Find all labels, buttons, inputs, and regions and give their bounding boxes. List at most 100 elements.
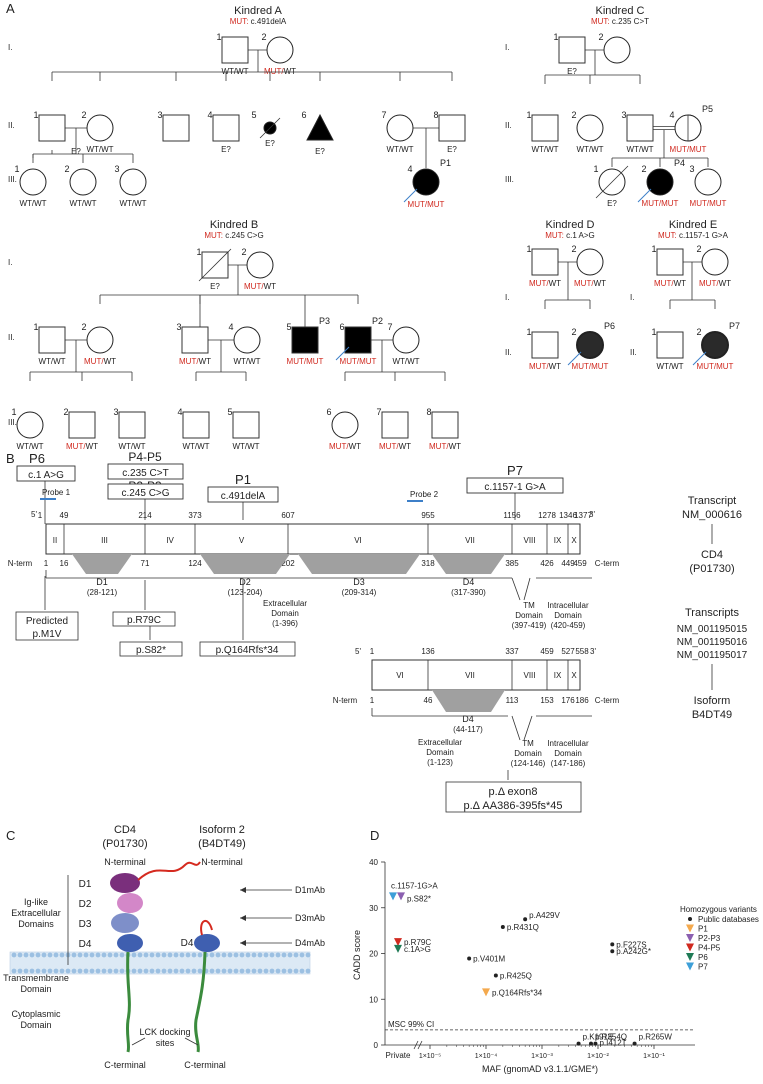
legend-marker: [686, 953, 694, 961]
legend-label: P6: [698, 953, 708, 962]
individual-number: 1: [651, 327, 656, 337]
lipid-head: [59, 968, 65, 974]
lipid-head: [227, 952, 233, 958]
domain-text: (397-419): [512, 621, 547, 630]
domain-text: (124-146): [511, 759, 546, 768]
pedigree-male: [381, 411, 409, 439]
individual-number: 1: [33, 322, 38, 332]
mab-arrowhead: [240, 887, 246, 893]
consequence-text: p.S82*: [136, 645, 166, 656]
domain-text: Domain: [271, 609, 299, 618]
lipid-head: [107, 968, 113, 974]
domain-name: D2: [239, 577, 251, 587]
proband-id: P2: [372, 316, 383, 326]
generation-label: I.: [505, 43, 509, 52]
individual-number: 5: [251, 110, 256, 120]
domain-text: Domain: [554, 611, 582, 620]
panel-label: D: [370, 828, 379, 843]
pedigree-male: [531, 248, 559, 276]
lipid-head: [263, 968, 269, 974]
exon-label: X: [571, 671, 577, 680]
lipid-head: [161, 952, 167, 958]
individual-number: 1: [593, 164, 598, 174]
lipid-head: [47, 952, 53, 958]
domain-text: Domain: [515, 611, 543, 620]
lck-label: LCK docking: [139, 1027, 190, 1037]
lipid-head: [11, 968, 17, 974]
domain-d3-shape: [111, 913, 139, 933]
genotype-mut: MUT/: [529, 362, 549, 371]
public-point-label: p.R265W: [639, 1033, 673, 1042]
public-point-label: p.R354Q: [595, 1033, 627, 1042]
genotype-mut: MUT/: [264, 67, 284, 76]
lipid-head: [167, 952, 173, 958]
generation-label: II.: [505, 348, 512, 357]
five-prime: 5': [355, 647, 361, 656]
pedigree-female: [86, 114, 114, 142]
domain-name: D4: [462, 714, 474, 724]
mut-prefix: MUT:: [230, 17, 251, 26]
variant-box: [16, 465, 76, 482]
ig-domain-shape: [432, 690, 505, 712]
line: [131, 1037, 146, 1046]
pedigree-male: [162, 114, 190, 142]
transcript-id: NM_000616: [682, 509, 742, 521]
consequence-text: Predicted: [26, 616, 68, 627]
patient-point-label: p.S82*: [407, 894, 431, 903]
individual-number: 1: [216, 32, 221, 42]
axis-break: [413, 1040, 419, 1050]
kindred-mutation: MUT: c.235 C>T: [591, 17, 649, 26]
individual-number: 5: [227, 407, 232, 417]
pedigree-female: [69, 168, 97, 196]
genotype-mut: MUT/: [379, 442, 399, 451]
genotype-wt: WT: [264, 282, 277, 291]
consequence-box: [119, 641, 183, 657]
pedigree-half: [687, 114, 702, 142]
individual-number: 8: [433, 110, 438, 120]
genotype: WT/WT: [69, 199, 96, 208]
axis-break: [417, 1040, 423, 1050]
transcript-label: Transcript: [688, 495, 737, 507]
genotype: MUT/MUT: [408, 200, 445, 209]
patient-marker: [394, 938, 402, 947]
lipid-head: [29, 952, 35, 958]
legend-title: Homozygous variants: [680, 905, 757, 914]
legend-marker: [686, 962, 694, 971]
individual-number: 4: [207, 110, 212, 120]
public-marker: [593, 1041, 598, 1046]
variant-patient: P6: [29, 451, 45, 466]
cd4-helix: [125, 951, 131, 1053]
public-marker: [493, 973, 498, 978]
individual-number: 2: [241, 247, 246, 257]
individual-number: 2: [696, 244, 701, 254]
domain-range: (28-121): [87, 588, 118, 597]
proband-arrow: [567, 351, 582, 366]
genotype: WT/WT: [118, 442, 145, 451]
lipid-head: [191, 968, 197, 974]
pedigree-female: [646, 168, 674, 196]
individual-number: 6: [326, 407, 331, 417]
individual-number: 1: [196, 247, 201, 257]
generation-label: II.: [8, 121, 15, 130]
line: [523, 577, 531, 601]
variant-text: c.235 C>T: [122, 468, 168, 479]
lipid-head: [113, 952, 119, 958]
lipid-head: [119, 968, 125, 974]
exon-label: IX: [554, 671, 562, 680]
genotype: E?: [447, 145, 457, 154]
lipid-head: [107, 952, 113, 958]
aa-position: 1: [370, 696, 375, 705]
variant-text: c.1 A>G: [28, 470, 64, 481]
lipid-head: [131, 952, 137, 958]
region-label: Transmembrane: [3, 973, 69, 983]
aa-position: 176: [561, 696, 575, 705]
lipid-head: [287, 968, 293, 974]
panel-label: C: [6, 828, 15, 843]
probe-label: Probe 1: [42, 488, 71, 497]
genotype-mut: MUT/: [66, 442, 86, 451]
patient-point-label: c.1157-1G>A: [391, 881, 438, 890]
protein-id: (P01730): [689, 563, 734, 575]
domain-label: D3: [79, 919, 92, 930]
aa-position: 71: [141, 559, 150, 568]
x-tick-label: 1×10⁻³: [531, 1053, 553, 1060]
